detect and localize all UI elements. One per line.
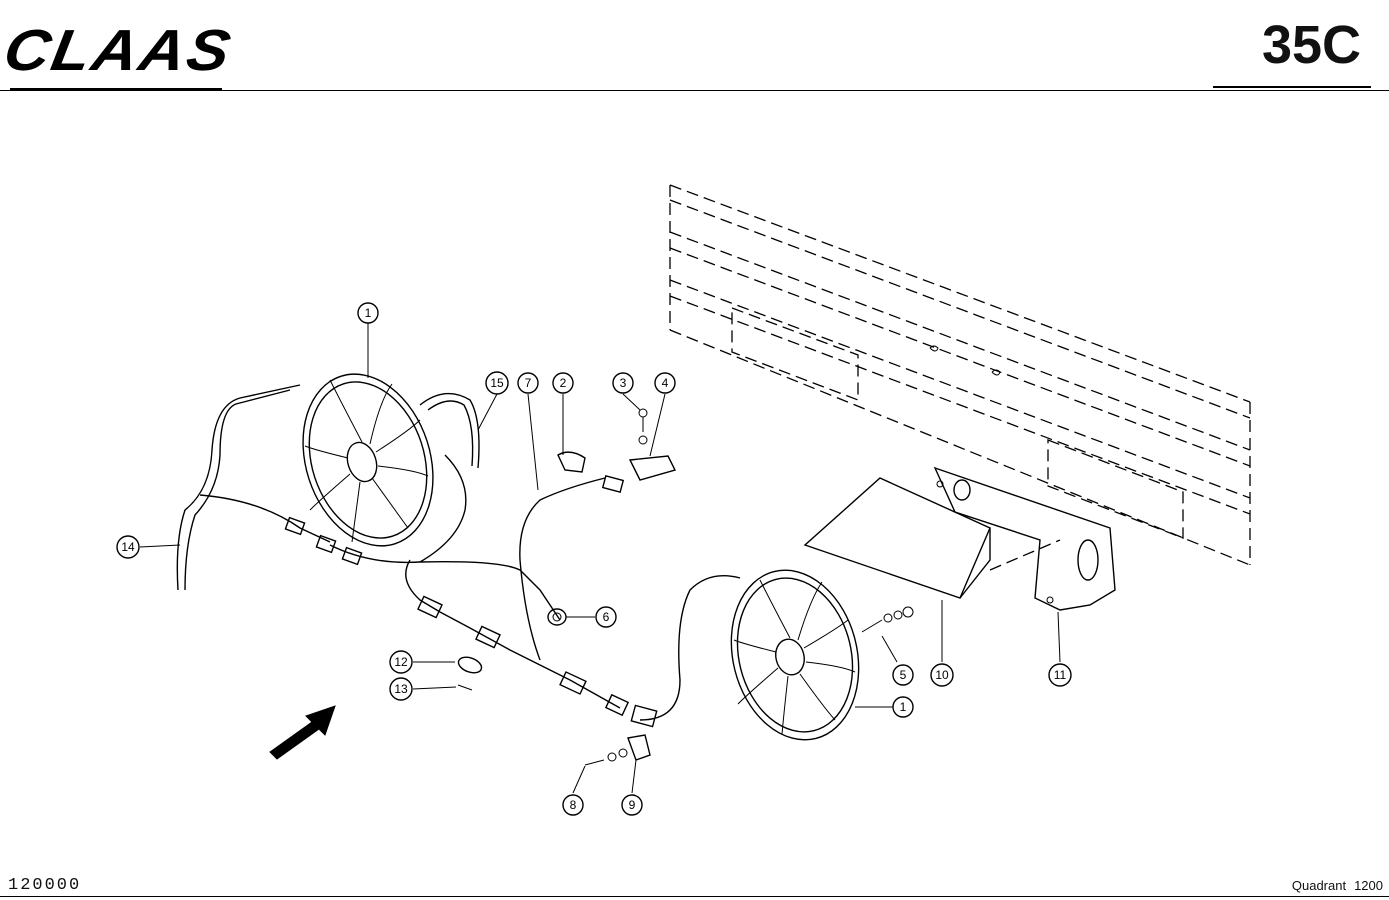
svg-text:14: 14 [121, 540, 135, 554]
logo-underline [10, 88, 222, 90]
callout-1-left: 1 [357, 302, 379, 324]
small-parts [457, 408, 914, 766]
callout-9: 9 [621, 794, 643, 816]
svg-text:1: 1 [900, 700, 907, 714]
svg-text:8: 8 [570, 798, 577, 812]
footer-divider [0, 896, 1389, 897]
shroud-plate-10 [803, 477, 991, 599]
callout-11: 11 [1048, 663, 1072, 687]
direction-arrow [269, 705, 336, 760]
fan-right [730, 569, 860, 741]
wiring-harness [176, 384, 741, 728]
callout-2: 2 [552, 372, 574, 394]
fan-left [302, 373, 434, 547]
svg-text:10: 10 [935, 668, 949, 682]
callout-14: 14 [116, 535, 140, 559]
svg-text:11: 11 [1054, 668, 1067, 682]
callout-4: 4 [654, 372, 676, 394]
svg-text:3: 3 [620, 376, 627, 390]
callout-15: 15 [485, 371, 509, 395]
svg-text:15: 15 [490, 376, 504, 390]
svg-text:4: 4 [662, 376, 669, 390]
document-number: 120000 [8, 876, 82, 895]
callout-5: 5 [892, 664, 914, 686]
model-number: 1200 [1354, 878, 1383, 893]
header-divider [0, 90, 1389, 91]
callout-8: 8 [562, 794, 584, 816]
callout-12: 12 [389, 650, 413, 674]
svg-text:5: 5 [900, 668, 907, 682]
svg-text:6: 6 [603, 610, 610, 624]
guard-strip-15 [419, 392, 480, 469]
callout-3: 3 [612, 372, 634, 394]
svg-text:12: 12 [394, 655, 408, 669]
callout-13: 13 [389, 677, 413, 701]
claas-logo: CLAAS [0, 18, 237, 92]
callout-10: 10 [930, 663, 954, 687]
svg-text:9: 9 [629, 798, 636, 812]
model-name: Quadrant [1291, 878, 1347, 893]
callout-7: 7 [517, 372, 539, 394]
leader-lines [139, 323, 1061, 794]
svg-text:1: 1 [365, 306, 372, 320]
page-code-underline [1213, 86, 1371, 88]
callout-6: 6 [595, 606, 617, 628]
page-code: 35C [1261, 15, 1361, 75]
svg-text:2: 2 [560, 376, 567, 390]
svg-text:13: 13 [394, 682, 408, 696]
model-label: Quadrant 1200 [1292, 878, 1383, 893]
mounting-bracket-11 [933, 466, 1116, 611]
svg-text:7: 7 [525, 376, 532, 390]
callout-1-right: 1 [892, 696, 914, 718]
frame-beam-outline [669, 184, 1251, 566]
